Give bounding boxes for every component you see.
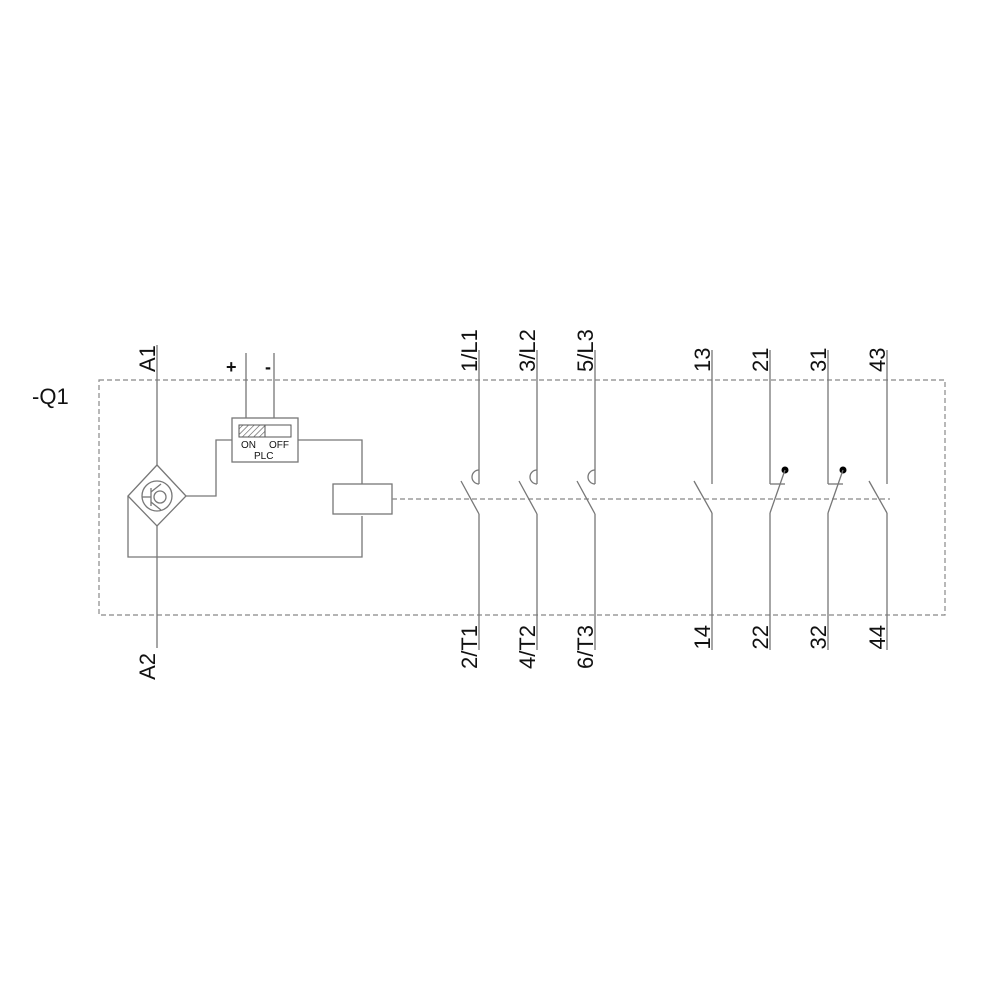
- contactor-coil: [332, 483, 393, 515]
- terminal-4-t2: 4/T2: [515, 625, 540, 669]
- plc-label: PLC: [254, 451, 273, 462]
- device-designation: -Q1: [32, 384, 69, 409]
- switch-on-label: ON: [241, 440, 256, 451]
- terminal-22: 22: [748, 625, 773, 649]
- terminal-5-l3: 5/L3: [573, 329, 598, 372]
- terminal-44: 44: [865, 625, 890, 649]
- terminal-2-t1: 2/T1: [457, 625, 482, 669]
- supply-minus-label: -: [265, 357, 271, 377]
- switch-off-label: OFF: [269, 440, 289, 451]
- terminal-6-t3: 6/T3: [573, 625, 598, 669]
- aux-contact-31-32: [827, 350, 847, 650]
- electronic-module-icon: [127, 464, 187, 527]
- transistor-circle-icon: [141, 480, 173, 512]
- main-contact-1: [460, 350, 480, 650]
- switch-on-position-icon: [238, 424, 266, 438]
- coil-circuit: [127, 345, 890, 648]
- switch-off-position-icon: [264, 424, 292, 438]
- terminal-32: 32: [806, 625, 831, 649]
- main-contact-3: [576, 350, 596, 650]
- aux-contact-13-14: [693, 350, 713, 650]
- terminal-13: 13: [690, 348, 715, 372]
- terminal-a1: A1: [135, 345, 160, 372]
- terminal-1-l1: 1/L1: [457, 329, 482, 372]
- aux-contact-21-22: [769, 350, 789, 650]
- terminal-31: 31: [806, 348, 831, 372]
- terminal-43: 43: [865, 348, 890, 372]
- terminal-14: 14: [690, 625, 715, 649]
- supply-plus-label: +: [226, 357, 237, 377]
- device-enclosure: [98, 379, 946, 616]
- plc-module: ON OFF PLC: [231, 353, 299, 463]
- terminal-3-l2: 3/L2: [515, 329, 540, 372]
- terminal-a2: A2: [135, 653, 160, 680]
- terminal-21: 21: [748, 348, 773, 372]
- main-contact-2: [518, 350, 538, 650]
- aux-contact-43-44: [868, 350, 888, 650]
